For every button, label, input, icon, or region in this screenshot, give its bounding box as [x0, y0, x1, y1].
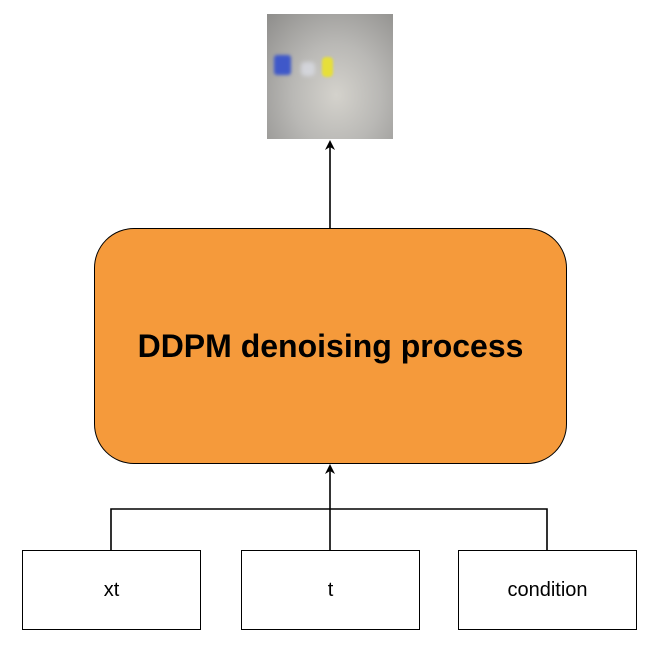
ddpm-process-box: DDPM denoising process [94, 228, 567, 464]
input-label-xt: xt [103, 578, 120, 601]
input-merge-line [110, 508, 548, 550]
faint-object-shape [301, 62, 315, 76]
process-label: DDPM denoising process [137, 327, 524, 364]
output-image [267, 14, 393, 139]
input-box-condition: condition [458, 550, 637, 630]
input-box-t: t [241, 550, 420, 630]
input-label-t: t [327, 578, 334, 601]
input-box-xt: xt [22, 550, 201, 630]
input-label-condition: condition [507, 578, 588, 601]
yellow-cylinder-shape [322, 57, 333, 77]
blue-cube-shape [274, 55, 291, 75]
